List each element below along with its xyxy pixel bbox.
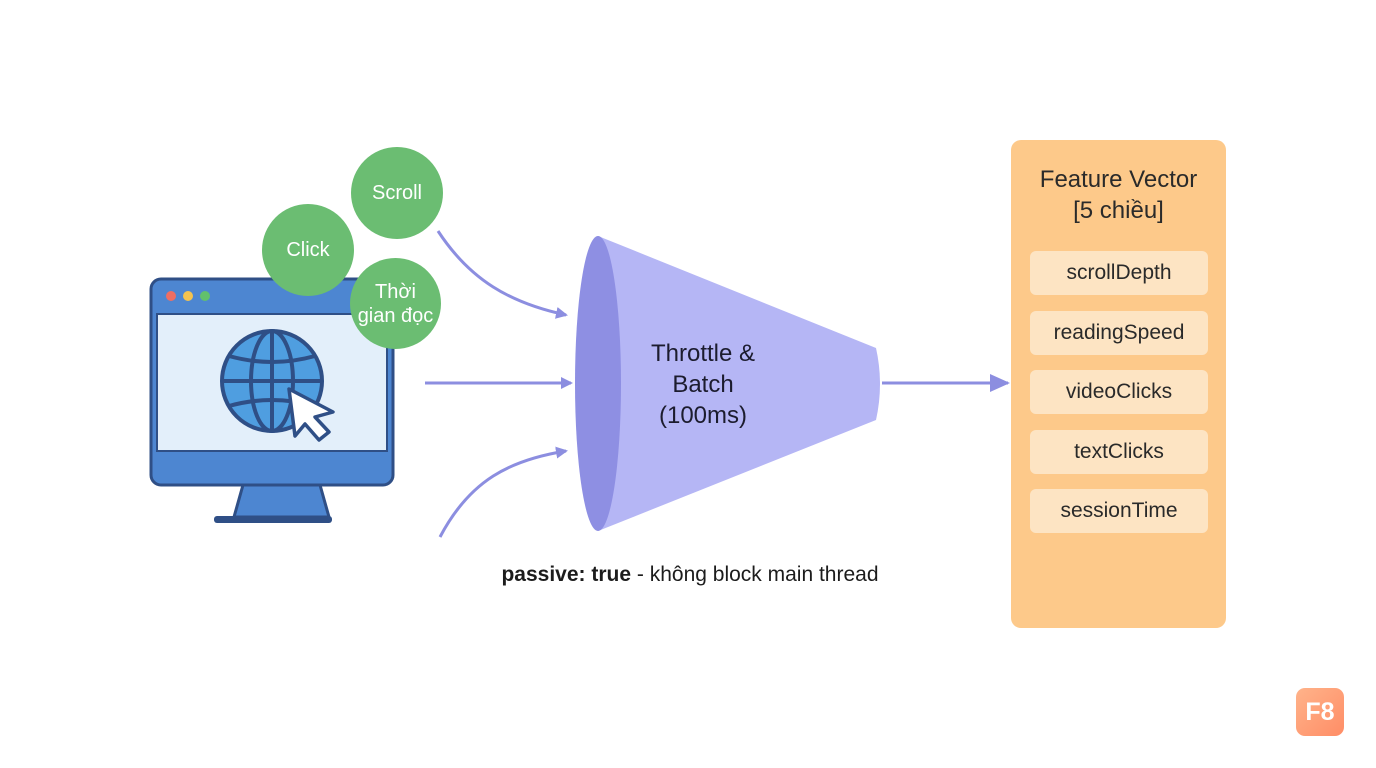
feature-item-text-clicks: textClicks: [1030, 429, 1208, 474]
funnel-label: Throttle & Batch (100ms): [650, 340, 756, 429]
event-label-reading-time: Thời gian đọc: [357, 280, 434, 327]
window-dot-yellow: [183, 291, 193, 301]
funnel-shape: [575, 236, 880, 531]
feature-vector-title: Feature Vector [5 chiều]: [1039, 166, 1198, 224]
passive-note-text: - không block main thread: [631, 563, 879, 586]
event-bubble-reading-time: Thời gian đọc: [350, 258, 441, 349]
arrow-reading-to-funnel: [438, 446, 568, 538]
window-dot-red: [166, 291, 176, 301]
feature-item-video-clicks: videoClicks: [1030, 370, 1208, 414]
passive-note: passive: true - không block main thread: [440, 563, 940, 587]
passive-note-bold: passive: true: [501, 563, 632, 586]
feature-item-session-time: sessionTime: [1030, 489, 1208, 533]
arrow-scroll-to-funnel: [436, 230, 568, 319]
event-label-scroll: Scroll: [371, 182, 422, 204]
event-label-click: Click: [286, 239, 330, 261]
feature-list: scrollDepth readingSpeed videoClicks tex…: [1030, 251, 1208, 549]
f8-logo: F8: [1296, 688, 1344, 736]
cursor-icon: [287, 387, 335, 442]
feature-vector-panel: Feature Vector [5 chiều] scrollDepth rea…: [1011, 140, 1226, 628]
event-bubble-scroll: Scroll: [351, 147, 443, 239]
feature-item-scroll-depth: scrollDepth: [1030, 251, 1208, 295]
monitor-stand: [232, 483, 331, 519]
feature-item-reading-speed: readingSpeed: [1030, 310, 1208, 355]
window-dot-green: [200, 291, 210, 301]
event-bubble-click: Click: [262, 204, 354, 296]
